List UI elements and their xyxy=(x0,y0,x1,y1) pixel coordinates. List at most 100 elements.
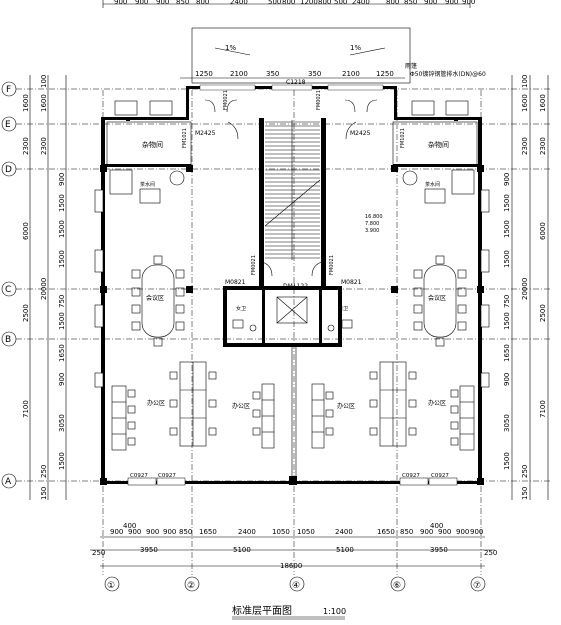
slope-left: 1% xyxy=(225,44,236,52)
door-dm1122: DM1122 xyxy=(283,283,308,290)
door-m2425-l: M2425 xyxy=(195,130,216,137)
axis-col-4: ④ xyxy=(292,581,300,591)
svg-text:3050: 3050 xyxy=(503,414,511,432)
entrance-canopy: 1% 1% 雨篷 Φ50镀锌钢管排水(DN)@60 xyxy=(191,27,486,84)
dim-350-r: 350 xyxy=(308,70,321,78)
storage-label-r: 杂物间 xyxy=(428,140,449,149)
svg-text:1500: 1500 xyxy=(58,312,66,330)
top-dim-6: 500 xyxy=(268,0,281,6)
bottom-dim-11: 850 xyxy=(400,528,413,536)
tea-label-l: 茶水间 xyxy=(140,181,155,188)
dim-400-r: 400 xyxy=(430,522,443,530)
svg-text:1600: 1600 xyxy=(539,94,547,112)
restroom-label-l: 女卫 xyxy=(236,305,246,312)
note-top: 雨篷 xyxy=(405,62,417,70)
level-1: 16.800 xyxy=(365,214,383,220)
top-dim-15: 900 xyxy=(445,0,458,6)
svg-text:2300: 2300 xyxy=(521,137,529,155)
top-dim-3: 850 xyxy=(176,0,189,6)
meeting-areas: 会议区 会议区 xyxy=(131,255,467,347)
bottom-dim-7: 1050 xyxy=(272,528,290,536)
right-total: 20000 xyxy=(521,278,529,300)
dim-400-l: 400 xyxy=(123,522,136,530)
svg-text:1500: 1500 xyxy=(503,312,511,330)
top-dim-4: 800 xyxy=(196,0,209,6)
right-dimensions: 1600 2300 6000 2500 7100 2300 1600 900 1… xyxy=(503,75,549,500)
window-c0927-2: C0927 xyxy=(158,473,176,479)
bottom-dim-13: 900 xyxy=(438,528,451,536)
bottom-dim-1: 900 xyxy=(128,528,141,536)
svg-text:D: D xyxy=(5,165,12,175)
svg-text:100: 100 xyxy=(521,75,529,88)
svg-text:1650: 1650 xyxy=(503,344,511,362)
axis-col-1: ① xyxy=(107,581,115,591)
door-m0821-l: M0821 xyxy=(225,279,246,286)
top-dim-5: 2400 xyxy=(230,0,248,6)
row-axes: F E D C B A xyxy=(1,81,550,489)
bottom-dim-3: 900 xyxy=(163,528,176,536)
svg-text:2500: 2500 xyxy=(22,304,30,322)
svg-text:900: 900 xyxy=(503,173,511,186)
office-label-3: 办公区 xyxy=(337,402,355,410)
note-pipe: Φ50镀锌钢管排水(DN)@60 xyxy=(410,70,486,78)
svg-text:1500: 1500 xyxy=(503,220,511,238)
top-dim-13: 850 xyxy=(404,0,417,6)
svg-text:3050: 3050 xyxy=(58,414,66,432)
dim-3950-r: 3950 xyxy=(430,546,448,554)
svg-text:1500: 1500 xyxy=(503,250,511,268)
level-2: 7.800 xyxy=(365,221,379,227)
dim-250-l: 250 xyxy=(92,549,105,557)
svg-text:250: 250 xyxy=(521,465,529,478)
top-dim-8: 1200 xyxy=(300,0,318,6)
svg-text:C: C xyxy=(5,285,11,295)
svg-text:1600: 1600 xyxy=(521,94,529,112)
office-label-2: 办公区 xyxy=(232,402,250,410)
dim-250-r: 250 xyxy=(484,549,497,557)
bottom-dim-10: 1650 xyxy=(377,528,395,536)
svg-text:900: 900 xyxy=(58,373,66,386)
bottom-dim-0: 900 xyxy=(110,528,123,536)
dim-5100-l: 5100 xyxy=(233,546,251,554)
svg-text:1500: 1500 xyxy=(58,194,66,212)
svg-text:2500: 2500 xyxy=(539,304,547,322)
bottom-dim-8: 1050 xyxy=(297,528,315,536)
top-dim-14: 900 xyxy=(424,0,437,6)
svg-text:1500: 1500 xyxy=(503,452,511,470)
slope-right: 1% xyxy=(350,44,361,52)
top-dim-10: 500 xyxy=(334,0,347,6)
drawing-title: 标准层平面图 1:100 xyxy=(232,605,346,620)
core-rooms: M0821 M0821 DM1122 女卫 男卫 xyxy=(223,279,362,480)
svg-text:150: 150 xyxy=(521,487,529,500)
svg-text:F: F xyxy=(6,85,11,95)
office-label-4: 办公区 xyxy=(428,399,446,407)
office-desks: 办公区 办公区 办公区 办公区 xyxy=(111,361,475,451)
bottom-dim-4: 850 xyxy=(179,528,192,536)
window-c0927-3: C0927 xyxy=(402,473,420,479)
top-dim-1: 900 xyxy=(135,0,148,6)
top-dim-16: 900 xyxy=(462,0,475,6)
left-dimensions: 1600 2300 6000 2500 7100 2300 1600 900 1… xyxy=(22,75,67,500)
dim-350-l: 350 xyxy=(266,70,279,78)
svg-text:A: A xyxy=(5,477,12,487)
restroom-label-r: 男卫 xyxy=(338,306,348,312)
dim-3950-l: 3950 xyxy=(140,546,158,554)
top-dim-12: 800 xyxy=(386,0,399,6)
svg-text:1500: 1500 xyxy=(58,452,66,470)
level-3: 3.900 xyxy=(365,228,379,234)
top-dim-0: 900 xyxy=(114,0,127,6)
axis-col-7: ⑦ xyxy=(473,581,481,591)
bottom-dim-9: 2400 xyxy=(335,528,353,536)
svg-text:900: 900 xyxy=(58,173,66,186)
svg-text:1600: 1600 xyxy=(22,94,30,112)
dim-2100-r: 2100 xyxy=(342,70,360,78)
door-fm0021-r: FM0021 xyxy=(316,90,322,110)
door-fm1021-r: FM1021 xyxy=(400,128,406,148)
tea-label-r: 茶水间 xyxy=(425,181,440,188)
top-dim-2: 900 xyxy=(156,0,169,6)
title-text: 标准层平面图 xyxy=(232,605,292,617)
bottom-dim-2: 900 xyxy=(146,528,159,536)
axis-col-2: ② xyxy=(187,581,195,591)
svg-text:750: 750 xyxy=(58,295,66,308)
